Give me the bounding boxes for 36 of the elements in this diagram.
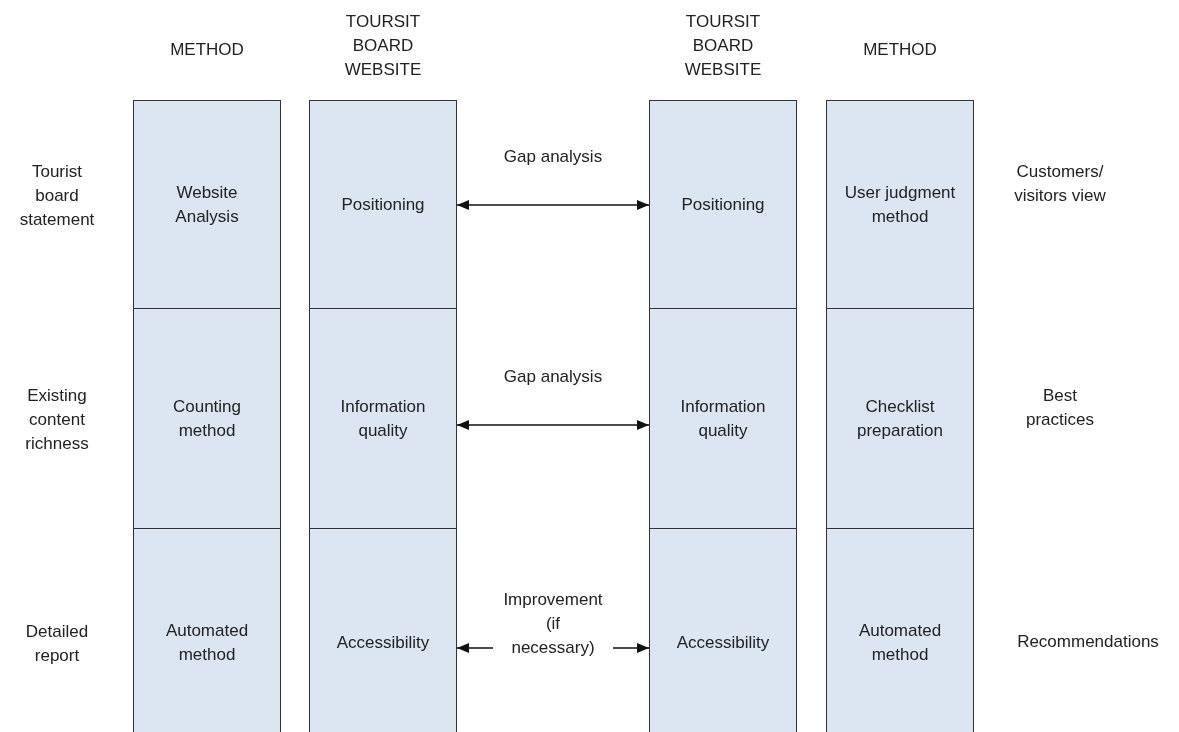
box-text: Website Analysis [174,182,240,228]
row-label: Detailed report [24,621,90,667]
row-label: Recommendations [1016,631,1160,653]
column-heading: TOURSIT BOARD WEBSITE [343,11,423,81]
box-text: Automated method [857,620,943,666]
row-label: Best practices [1025,385,1095,431]
row-label: Tourist board statement [18,161,96,231]
box-text: Accessibility [675,632,771,655]
box [133,308,281,530]
column-heading: METHOD [862,39,938,61]
box-text: Information quality [339,396,427,442]
box [649,528,797,732]
box [649,100,797,310]
row-label: Existing content richness [24,385,90,455]
box-text: Automated method [164,620,250,666]
box-text: User judgment method [843,182,957,228]
column-heading: TOURSIT BOARD WEBSITE [683,11,763,81]
box [309,528,457,732]
box [826,308,974,530]
box-text: Counting method [171,396,243,442]
box [133,528,281,732]
box [309,100,457,310]
double-arrow [456,200,650,210]
column-heading: METHOD [169,39,245,61]
box [826,100,974,310]
box-text: Accessibility [335,632,431,655]
box [826,528,974,732]
box-text: Positioning [340,194,426,217]
box [133,100,281,310]
row-label: Customers/ visitors view [1013,161,1107,207]
box-text: Checklist preparation [856,396,944,442]
double-arrow [456,420,650,430]
box-text: Information quality [679,396,767,442]
box [309,308,457,530]
box-text: Positioning [680,194,766,217]
box [649,308,797,530]
